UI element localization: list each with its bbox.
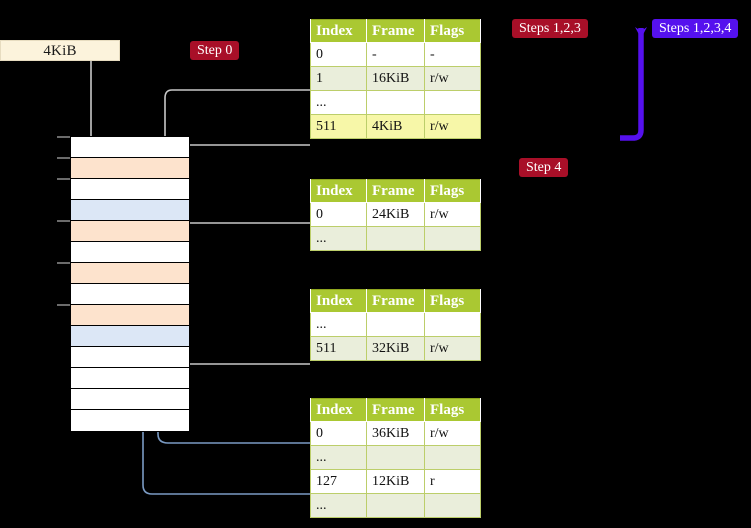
table-row: 127 12KiB r [310, 469, 481, 494]
badge-step-4: Step 4 [519, 158, 569, 177]
cell-flags: r/w [424, 66, 481, 91]
cell-index: 511 [310, 114, 367, 139]
memory-frame [71, 263, 189, 284]
physical-memory-column [70, 136, 190, 432]
frame-size-label: 4KiB [0, 40, 120, 61]
cell-index: ... [310, 90, 367, 115]
column-header-flags: Flags [424, 19, 481, 43]
pt-table: Index Frame Flags 0 36KiB r/w ... 127 12… [310, 398, 481, 518]
table-row: 0 - - [310, 42, 481, 67]
frame-tick [57, 178, 70, 180]
cell-flags: - [424, 42, 481, 67]
frame-tick [57, 136, 70, 138]
cell-frame [366, 226, 425, 251]
memory-frame [71, 284, 189, 305]
cell-frame: 16KiB [366, 66, 425, 91]
cell-frame [366, 445, 425, 470]
table-header-row: Index Frame Flags [310, 179, 481, 203]
cell-frame [366, 90, 425, 115]
table-row: 511 32KiB r/w [310, 336, 481, 361]
cell-flags [424, 493, 481, 518]
cell-frame: 36KiB [366, 421, 425, 446]
badge-steps-1234: Steps 1,2,3,4 [652, 19, 739, 38]
memory-frame [71, 389, 189, 410]
column-header-index: Index [310, 179, 367, 203]
badge-step-0: Step 0 [190, 41, 240, 60]
cell-flags [424, 312, 481, 337]
table-header-row: Index Frame Flags [310, 398, 481, 422]
table-row: 1 16KiB r/w [310, 66, 481, 91]
column-header-index: Index [310, 289, 367, 313]
memory-frame [71, 347, 189, 368]
cell-flags: r/w [424, 421, 481, 446]
memory-frame [71, 242, 189, 263]
steps-bracket-arrow [620, 27, 647, 141]
table-row: ... [310, 226, 481, 251]
cell-frame: 4KiB [366, 114, 425, 139]
cell-frame: 24KiB [366, 202, 425, 227]
cell-index: 0 [310, 42, 367, 67]
table-row: 0 36KiB r/w [310, 421, 481, 446]
cell-frame: 12KiB [366, 469, 425, 494]
pml4-table: Index Frame Flags 0 - - 1 16KiB r/w ... [310, 19, 481, 139]
memory-frame [71, 200, 189, 221]
table-row: 511 4KiB r/w [310, 114, 481, 139]
cell-index: 511 [310, 336, 367, 361]
pdpt-table: Index Frame Flags 0 24KiB r/w ... [310, 179, 481, 251]
wire-frame-to-pml4-511 [176, 144, 310, 167]
cell-index: ... [310, 226, 367, 251]
column-header-flags: Flags [424, 398, 481, 422]
memory-frame [71, 326, 189, 347]
memory-frame [71, 410, 189, 431]
cell-flags [424, 226, 481, 251]
table-row: ... [310, 445, 481, 470]
column-header-index: Index [310, 19, 367, 43]
frame-tick [57, 304, 70, 306]
memory-frame [71, 221, 189, 242]
frame-tick [57, 262, 70, 264]
cell-flags [424, 90, 481, 115]
cell-index: 127 [310, 469, 367, 494]
frame-tick [57, 157, 70, 159]
column-header-flags: Flags [424, 289, 481, 313]
cell-index: 0 [310, 421, 367, 446]
cell-index: ... [310, 312, 367, 337]
cell-index: 1 [310, 66, 367, 91]
column-header-index: Index [310, 398, 367, 422]
cell-flags: r [424, 469, 481, 494]
table-row: ... [310, 312, 481, 337]
table-row: 0 24KiB r/w [310, 202, 481, 227]
wire-pdpt-to-frame [177, 222, 310, 260]
table-row: ... [310, 493, 481, 518]
column-header-flags: Flags [424, 179, 481, 203]
cell-flags: r/w [424, 114, 481, 139]
memory-frame [71, 137, 189, 158]
cell-frame [366, 493, 425, 518]
cell-index: ... [310, 445, 367, 470]
table-header-row: Index Frame Flags [310, 19, 481, 43]
cell-flags: r/w [424, 336, 481, 361]
memory-frame [71, 158, 189, 179]
memory-frame [71, 305, 189, 326]
column-header-frame: Frame [366, 398, 425, 422]
cell-flags: r/w [424, 202, 481, 227]
cell-frame: - [366, 42, 425, 67]
cell-flags [424, 445, 481, 470]
badge-steps-123: Steps 1,2,3 [512, 19, 588, 38]
column-header-frame: Frame [366, 19, 425, 43]
table-header-row: Index Frame Flags [310, 289, 481, 313]
wire-frame-to-pd-511 [172, 307, 310, 365]
column-header-frame: Frame [366, 289, 425, 313]
pd-table: Index Frame Flags ... 511 32KiB r/w [310, 289, 481, 361]
cell-index: 0 [310, 202, 367, 227]
memory-frame [71, 368, 189, 389]
cell-frame [366, 312, 425, 337]
cell-frame: 32KiB [366, 336, 425, 361]
column-header-frame: Frame [366, 179, 425, 203]
table-row: ... [310, 90, 481, 115]
cell-index: ... [310, 493, 367, 518]
memory-frame [71, 179, 189, 200]
frame-tick [57, 220, 70, 222]
